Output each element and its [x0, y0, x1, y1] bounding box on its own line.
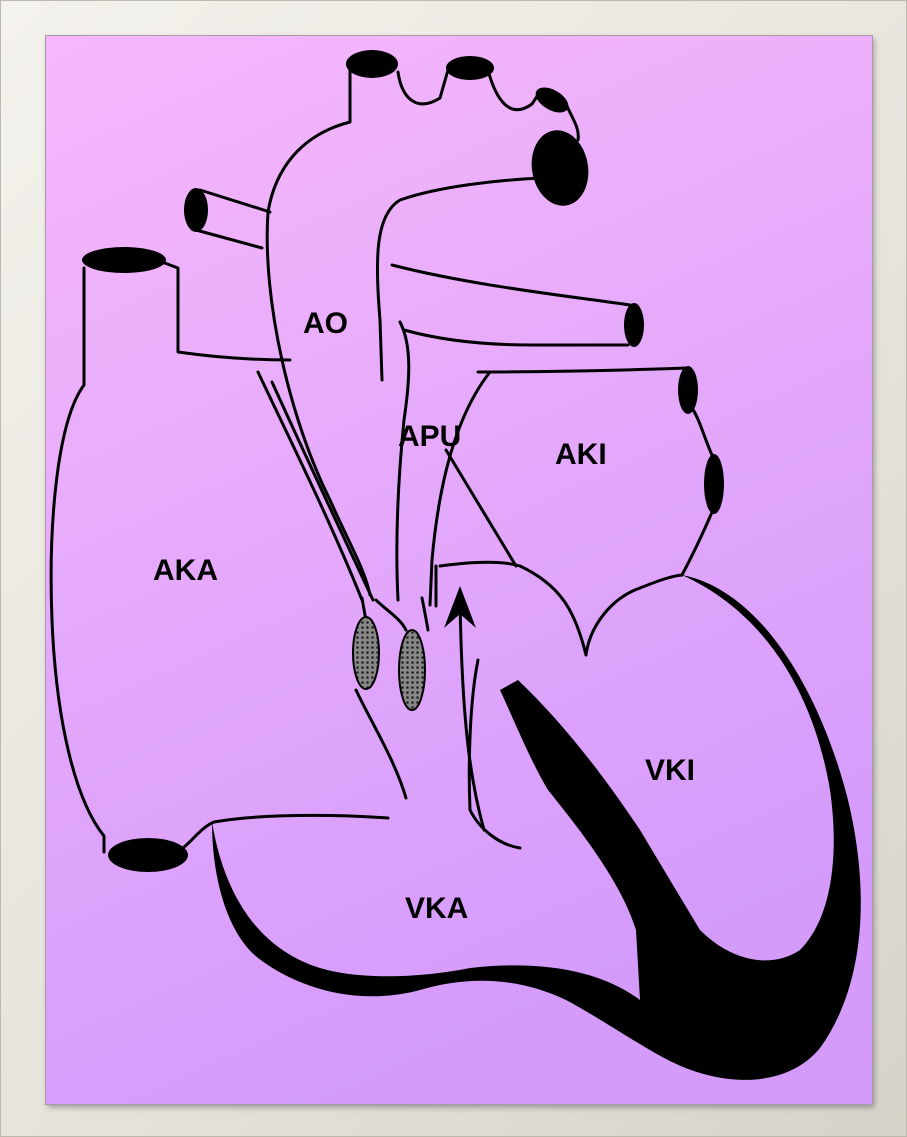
vessel-opening-1 [346, 50, 398, 78]
brachiocephalic-opening [184, 188, 208, 232]
label-aka: AKA [153, 554, 218, 587]
pulmonary-artery-opening [624, 303, 644, 347]
label-aki: AKI [555, 438, 607, 471]
label-apu: APU [398, 420, 461, 453]
label-vka: VKA [405, 892, 468, 925]
superior-vena-cava-opening [82, 247, 166, 273]
aortic-valve-leaflet [353, 617, 379, 689]
pulmonary-vein-opening-1 [678, 366, 698, 414]
pulmonary-valve-leaflet [399, 630, 425, 710]
vessel-opening-2 [446, 56, 494, 80]
label-vki: VKI [645, 754, 695, 787]
inferior-vena-cava-opening [108, 838, 188, 872]
pulmonary-vein-opening-2 [704, 454, 724, 514]
label-ao: AO [303, 307, 348, 340]
heart-diagram: AO APU AKI AKA VKI VKA [46, 36, 872, 1104]
heart-diagram-panel: AO APU AKI AKA VKI VKA [46, 36, 872, 1104]
